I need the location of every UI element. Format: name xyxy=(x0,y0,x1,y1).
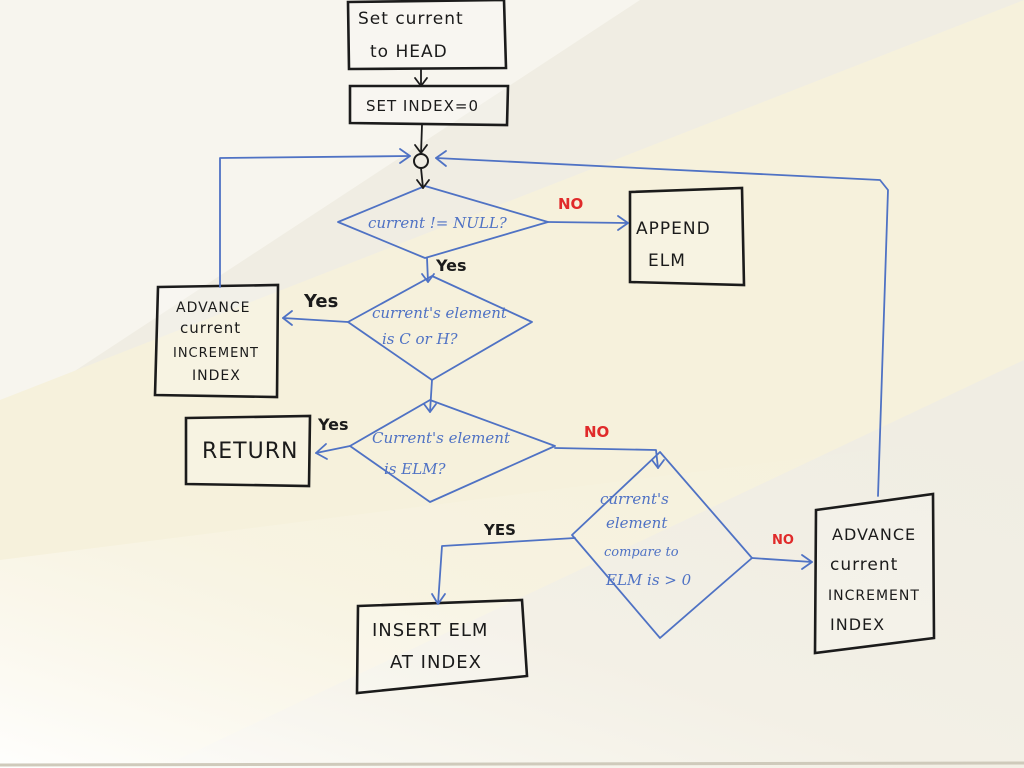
arrowhead-advance-left xyxy=(282,310,293,326)
edge-elm-yes xyxy=(315,445,351,454)
append-line-2: ELM xyxy=(648,251,686,271)
start-line-1: Set current xyxy=(358,9,464,29)
return-label: RETURN xyxy=(202,439,298,464)
append-line-1: APPEND xyxy=(636,219,711,239)
arrowhead-loop-right xyxy=(435,150,447,167)
arrowhead-advance-right xyxy=(801,554,813,570)
advance-right-line-1: ADVANCE xyxy=(832,525,916,544)
cond-elm-line-2: is ELM? xyxy=(384,460,447,478)
arrowhead-merge xyxy=(414,144,428,154)
cond-compare-line-4: ELM is > 0 xyxy=(605,571,692,589)
label-null-yes: Yes xyxy=(435,256,467,275)
edge-c-or-h-no xyxy=(429,379,433,413)
arrowhead-c-or-h xyxy=(421,273,435,283)
edge-loop-left xyxy=(219,155,411,288)
label-null-no: NO xyxy=(558,195,583,213)
advance-left-node: ADVANCE current INCREMENT INDEX xyxy=(153,283,280,399)
advance-right-line-2: current xyxy=(830,555,898,575)
advance-left-line-2: current xyxy=(180,319,241,337)
insert-line-1: INSERT ELM xyxy=(372,620,488,641)
advance-left-line-4: INDEX xyxy=(192,368,241,384)
edge-merge-to-null xyxy=(420,167,424,189)
cond-c-or-h-line-1: current's element xyxy=(372,304,508,322)
advance-right-node: ADVANCE current INCREMENT INDEX xyxy=(813,492,936,655)
edge-c-or-h-yes xyxy=(282,317,349,323)
arrowhead-append xyxy=(617,215,629,231)
arrowhead-loop-left xyxy=(399,148,411,164)
label-elm-yes: Yes xyxy=(317,415,349,434)
start-node: Set current to HEAD xyxy=(346,0,508,71)
start-line-2: to HEAD xyxy=(370,42,448,62)
edge-index-to-merge xyxy=(420,124,423,155)
insert-line-2: AT INDEX xyxy=(390,652,482,673)
append-node: APPEND ELM xyxy=(628,186,746,287)
arrowhead-return xyxy=(315,443,328,460)
edge-loop-right xyxy=(435,157,889,497)
label-c-or-h-yes: Yes xyxy=(303,291,338,312)
advance-left-line-3: INCREMENT xyxy=(173,346,259,361)
return-node: RETURN xyxy=(184,414,312,488)
label-compare-yes: YES xyxy=(483,521,516,539)
edge-null-no xyxy=(547,221,629,224)
arrowhead-cond-elm xyxy=(423,403,437,413)
edge-compare-no xyxy=(751,557,813,563)
cond-compare-line-3: compare to xyxy=(604,545,679,560)
arrowhead-null xyxy=(416,179,430,189)
advance-right-line-3: INCREMENT xyxy=(828,588,920,604)
cond-elm-decision: Current's element is ELM? xyxy=(349,399,556,503)
arrowhead-insert xyxy=(431,593,446,605)
arrowhead-index xyxy=(414,77,428,87)
edge-compare-yes xyxy=(437,537,576,605)
cond-compare-line-2: element xyxy=(606,514,668,532)
set-index-node: SET INDEX=0 xyxy=(348,84,510,127)
edge-null-yes xyxy=(426,257,429,283)
cond-compare-decision: current's element compare to ELM is > 0 xyxy=(571,451,753,639)
board-frame-edge xyxy=(0,761,1024,767)
set-index-label: SET INDEX=0 xyxy=(366,97,479,115)
board-glare-bottom xyxy=(0,430,1024,768)
insert-node: INSERT ELM AT INDEX xyxy=(355,598,529,695)
board-glare-top xyxy=(0,0,640,420)
label-compare-no: NO xyxy=(772,533,794,548)
cond-null-decision: current != NULL? xyxy=(337,185,549,259)
cond-null-label: current != NULL? xyxy=(368,214,508,232)
cond-elm-line-1: Current's element xyxy=(372,429,511,447)
label-elm-no: NO xyxy=(584,423,609,441)
cond-compare-line-1: current's xyxy=(600,490,669,508)
advance-right-line-4: INDEX xyxy=(830,615,885,634)
advance-left-line-1: ADVANCE xyxy=(176,300,250,316)
arrowhead-compare xyxy=(651,459,665,469)
edge-elm-no xyxy=(554,447,659,469)
cond-c-or-h-line-2: is C or H? xyxy=(382,330,459,348)
